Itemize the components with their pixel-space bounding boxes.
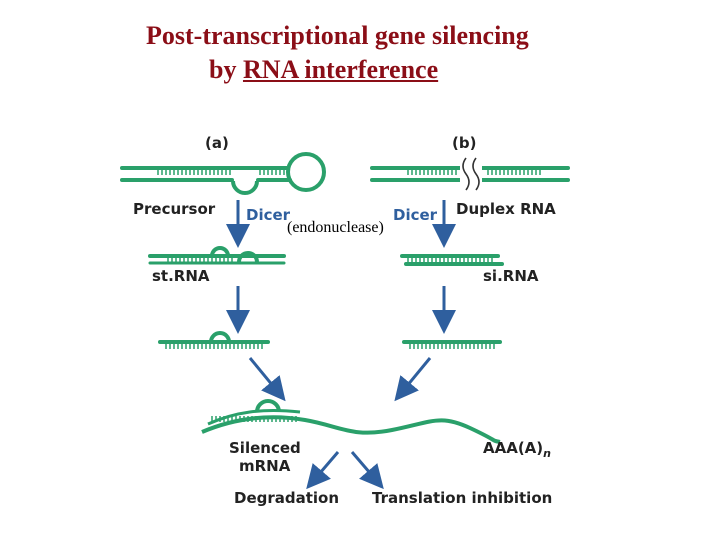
precursor-base-pairs-right — [259, 169, 285, 175]
duplex-base-pairs-left — [407, 169, 457, 175]
strna-bulge-1 — [210, 246, 230, 257]
strna-guide-bases — [165, 343, 263, 349]
translation-inhibition-label: Translation inhibition — [372, 489, 552, 507]
silenced-label-line-2: mRNA — [239, 457, 291, 475]
duplex-break-marks — [462, 157, 480, 191]
mrna-guide-base-pairs — [211, 416, 297, 422]
arrow-b-to-mrna — [394, 357, 432, 402]
silenced-label-line-1: Silenced — [229, 439, 301, 457]
poly-a-tail-label: AAA(A)n — [483, 439, 551, 460]
arrow-to-translation-inhibition — [350, 451, 384, 490]
degradation-label: Degradation — [234, 489, 339, 507]
sirna-label: si.RNA — [483, 267, 539, 285]
panel-b-label: (b) — [452, 134, 476, 152]
precursor-label: Precursor — [133, 200, 216, 218]
duplex-break-gap — [460, 160, 482, 190]
strna-guide-bulge — [209, 331, 231, 343]
arrows — [226, 200, 456, 490]
title-line-2-prefix: by — [209, 55, 243, 84]
duplex-base-pairs-right — [487, 169, 541, 175]
precursor-base-pairs-left — [157, 169, 231, 175]
title-line-1: Post-transcriptional gene silencing — [146, 21, 529, 50]
strna-label: st.RNA — [152, 267, 210, 285]
sirna-guide-bases — [409, 343, 495, 349]
title-line-2: by RNA interference — [209, 54, 438, 86]
duplex-rna-label: Duplex RNA — [456, 200, 556, 218]
arrow-to-degradation — [306, 451, 340, 490]
sirna-base-pairs — [407, 257, 493, 263]
poly-a-subscript: n — [543, 447, 551, 460]
rna-strands — [120, 152, 570, 444]
arrow-a-to-mrna — [248, 357, 286, 402]
strna-base-pairs-1 — [167, 257, 233, 263]
panel-a-label: (a) — [205, 134, 229, 152]
poly-a-text: AAA(A) — [483, 439, 543, 457]
title-rna-interference: RNA interference — [242, 55, 439, 84]
endonuclease-label: (endonuclease) — [287, 219, 384, 236]
strna-bulge-2 — [237, 251, 259, 263]
precursor-bulge — [231, 180, 259, 195]
dicer-a-label: Dicer — [246, 206, 291, 224]
dicer-b-label: Dicer — [393, 206, 438, 224]
precursor-terminal-loop — [286, 152, 326, 192]
silenced-mrna-strand — [201, 415, 501, 444]
